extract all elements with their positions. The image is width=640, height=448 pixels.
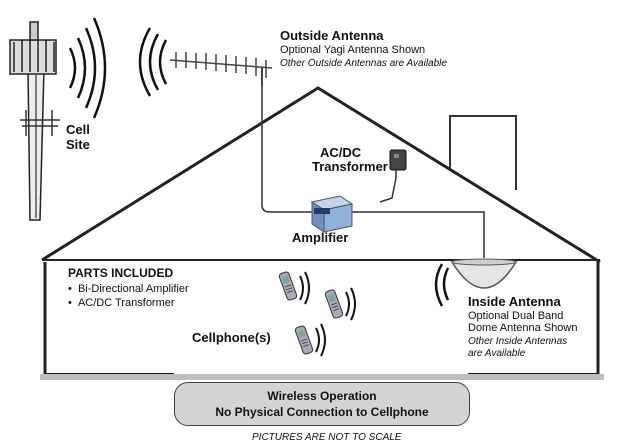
antenna-cable [261, 86, 485, 258]
parts-included-list: • Bi-Directional Amplifier • AC/DC Trans… [68, 282, 189, 310]
outside-antenna-title: Outside Antenna [280, 28, 384, 43]
transformer-icon [389, 149, 407, 171]
acdc-transformer-label: AC/DC Transformer [312, 145, 388, 174]
signal-waves-icon [68, 17, 107, 119]
wireless-operation-box: Wireless Operation No Physical Connectio… [174, 382, 470, 426]
list-item: • Bi-Directional Amplifier [68, 283, 189, 295]
inside-antenna-title: Inside Antenna [468, 294, 561, 309]
ground-shadow [40, 374, 604, 380]
cell-site-label: Cell Site [66, 122, 90, 152]
inside-antenna-note: Other Inside Antennas are Available [468, 336, 568, 359]
signal-waves-icon [138, 27, 168, 97]
outside-antenna-subtitle: Optional Yagi Antenna Shown [280, 44, 426, 56]
cellphone-icon [278, 271, 344, 355]
dome-antenna-icon [450, 258, 518, 289]
amplifier-label: Amplifier [292, 230, 349, 245]
footer-note: PICTURES ARE NOT TO SCALE [252, 432, 402, 443]
cell-tower-icon [9, 21, 60, 221]
inside-antenna-subtitle: Optional Dual Band Dome Antenna Shown [468, 310, 578, 334]
list-item: • AC/DC Transformer [68, 297, 175, 309]
yagi-antenna-icon [169, 52, 273, 86]
amplifier-icon [310, 195, 354, 233]
parts-included-title: PARTS INCLUDED [68, 266, 174, 280]
chimney [449, 115, 517, 190]
signal-waves-icon [434, 263, 450, 307]
signal-waves-icon [299, 271, 356, 357]
outside-antenna-note: Other Outside Antennas are Available [280, 58, 447, 69]
cellphones-label: Cellphone(s) [192, 330, 271, 345]
